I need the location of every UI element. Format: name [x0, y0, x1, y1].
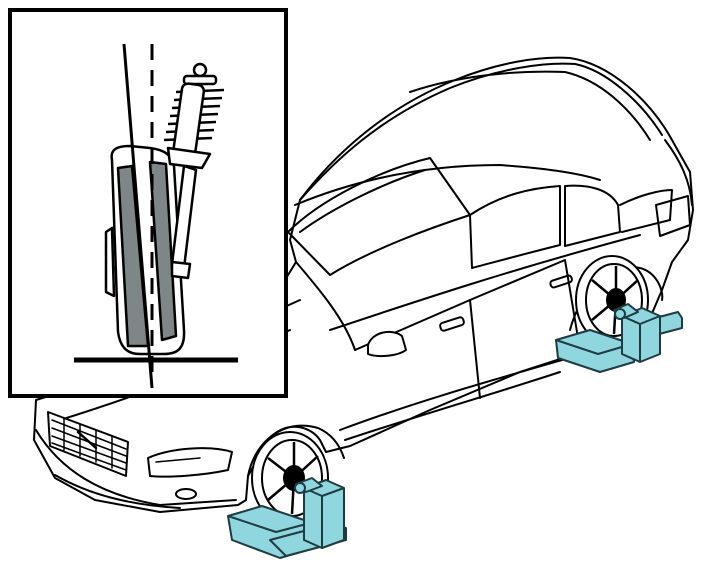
camber-detail-icon [8, 8, 288, 398]
front-alignment-sensor [227, 477, 347, 559]
tilted-tire [104, 144, 186, 356]
car-lower-body-line [344, 371, 561, 441]
car-rear-window [564, 184, 621, 247]
car-window-rear-quarter [619, 189, 673, 233]
wheel-tilt-axis-line [122, 43, 154, 389]
car-sill-line [339, 351, 591, 431]
car-body-outline [33, 56, 694, 513]
car-front-bumper-lower [54, 474, 181, 509]
car-windshield-inner [299, 169, 426, 233]
car-headlight [147, 447, 233, 478]
side-mirror [367, 330, 407, 358]
rear-door-handle [549, 274, 573, 289]
car-rear-door [469, 259, 581, 351]
car-front-window [469, 185, 561, 269]
car-roofline [294, 164, 601, 206]
car-fog-light [175, 488, 197, 500]
car-roof-rear-edge [409, 70, 651, 141]
car-trunk [664, 139, 693, 206]
car-hood-line [295, 261, 356, 351]
car-roof [299, 62, 663, 201]
car-taillight [655, 195, 691, 237]
wheel-alignment-sensor-icon [303, 479, 345, 549]
front-wheel-arch [247, 424, 345, 477]
front-door-handle [439, 316, 465, 332]
strut-assembly [163, 62, 225, 280]
car-front-bumper [35, 429, 237, 506]
car-beltline [329, 234, 641, 331]
car-grille [47, 411, 129, 477]
rear-alignment-sensor [555, 303, 683, 373]
